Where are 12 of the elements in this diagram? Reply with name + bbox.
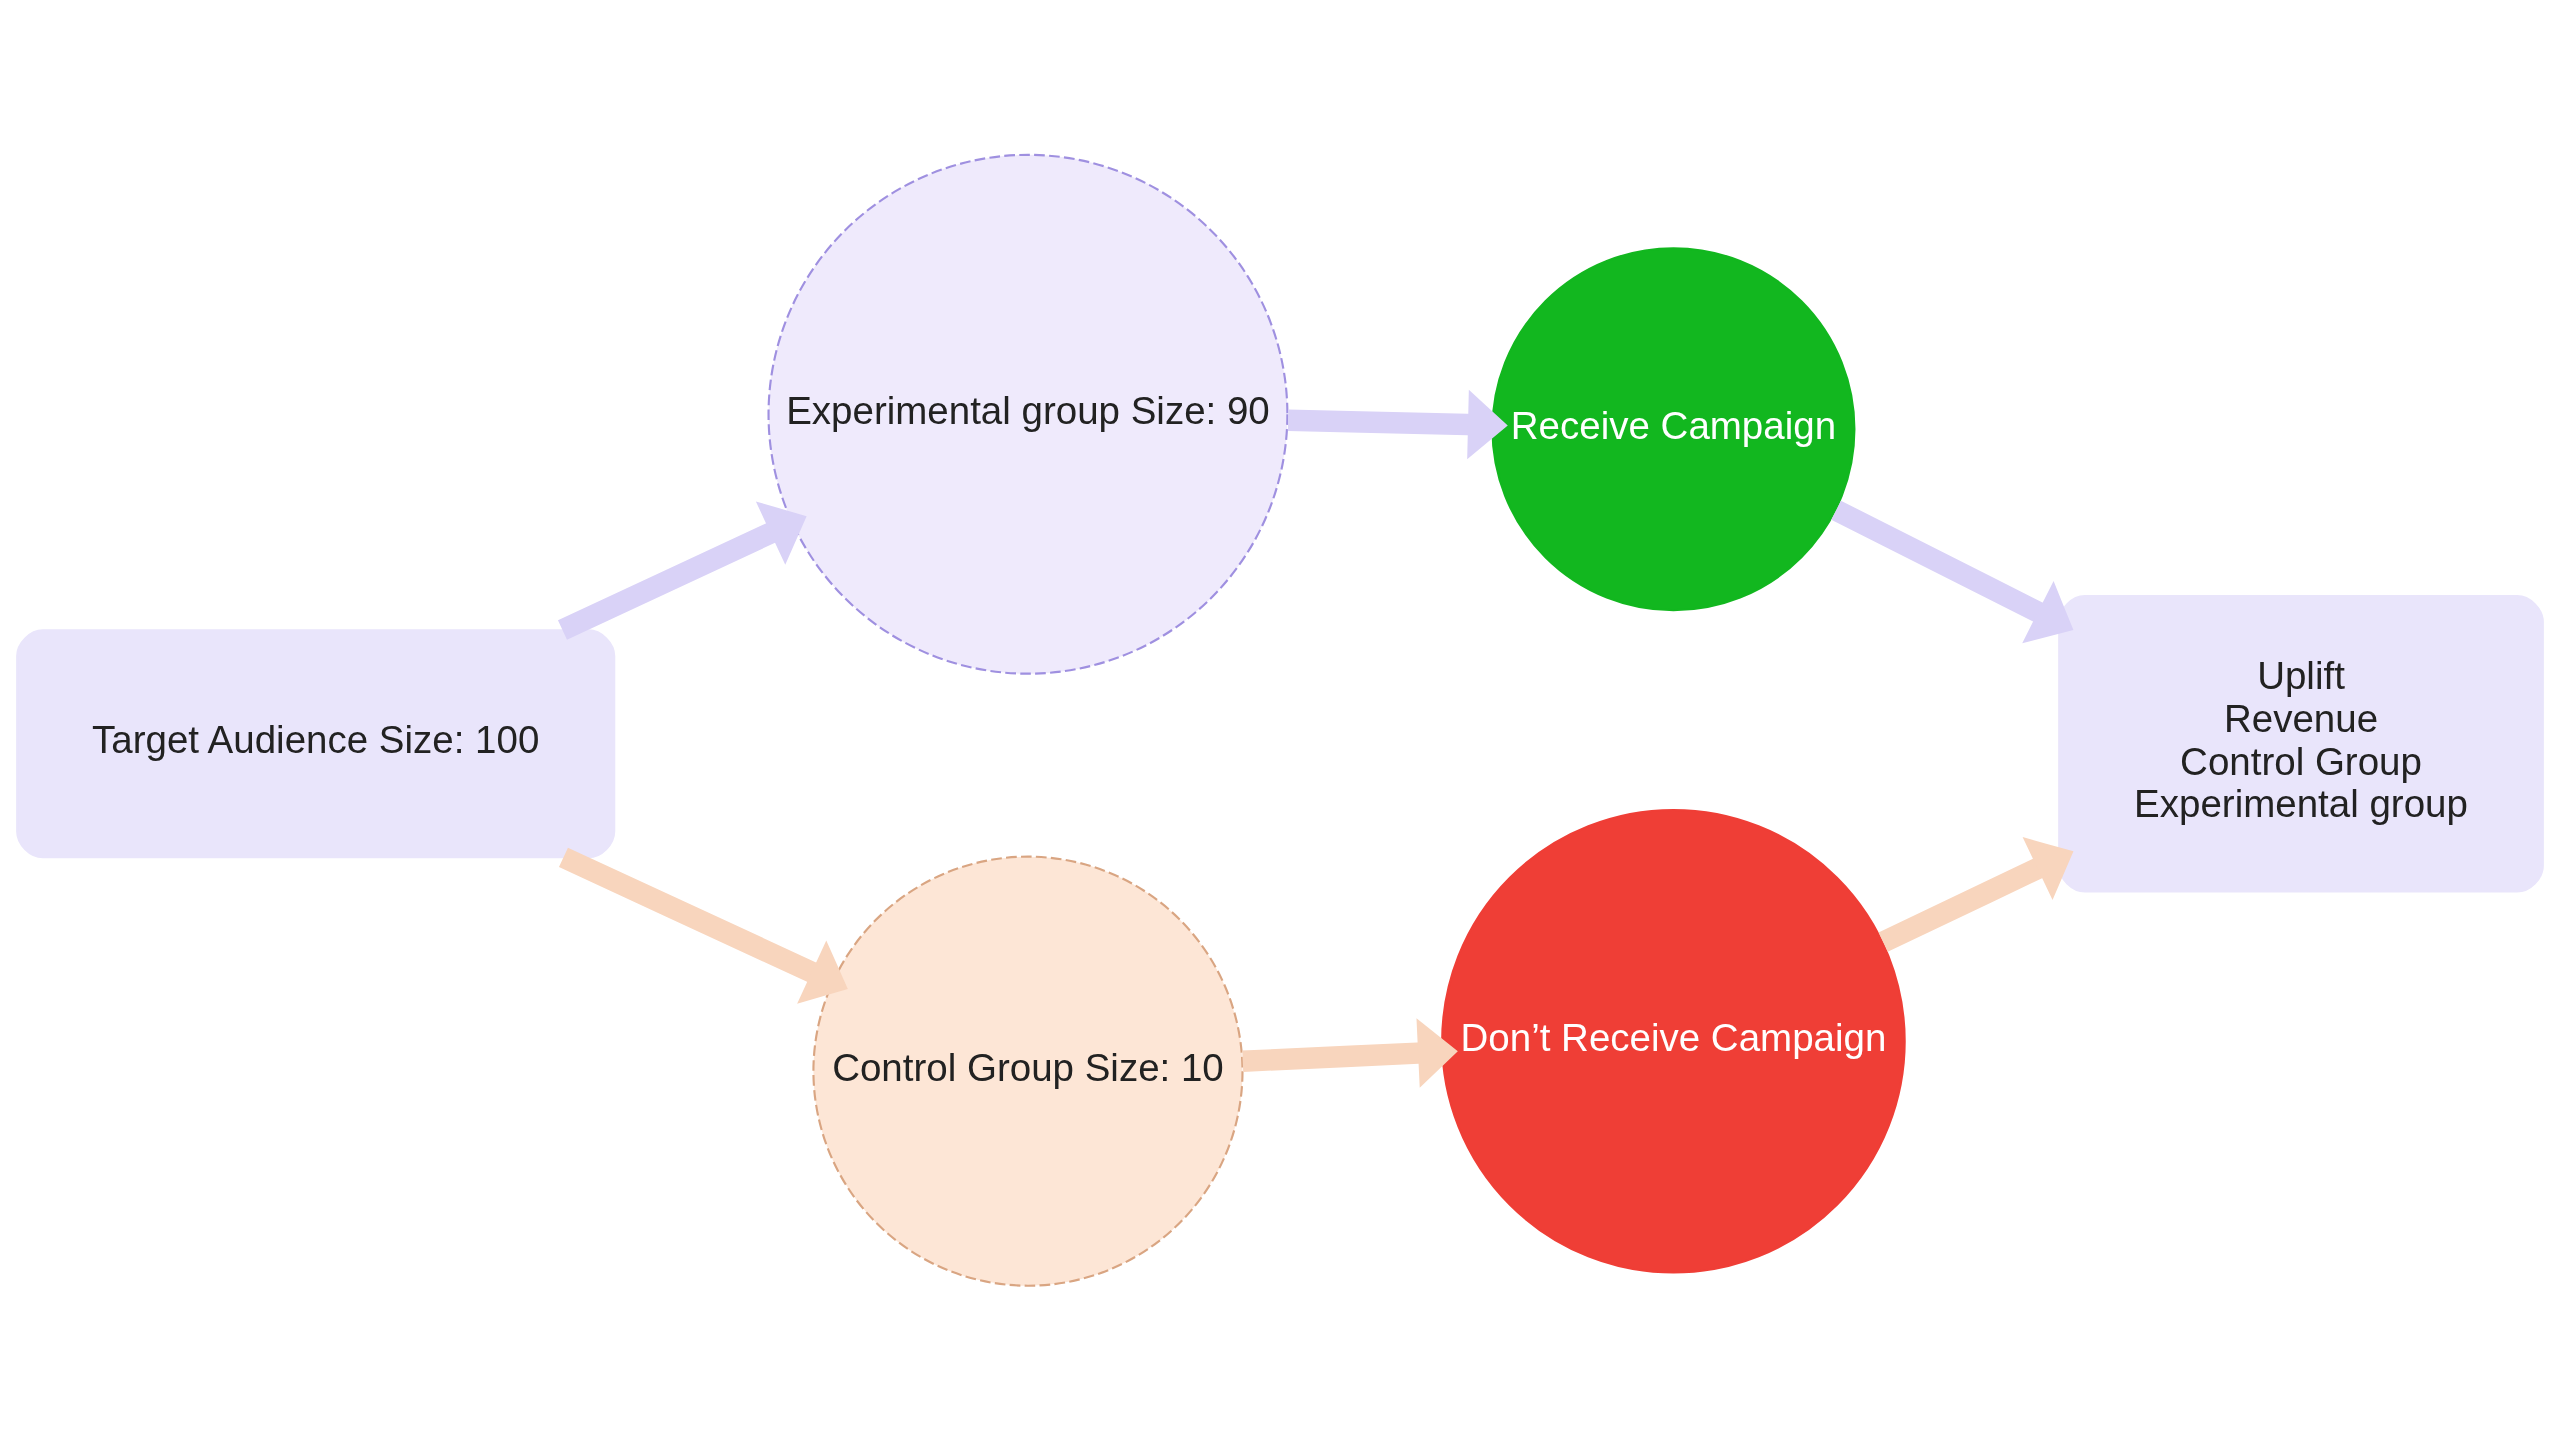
node-box: Target Audience Size: 100 bbox=[16, 628, 616, 858]
node-circle: Receive Campaign bbox=[1491, 246, 1856, 611]
node-box: Uplift Revenue Control Group Experimental group bbox=[2058, 594, 2544, 892]
arrow bbox=[558, 847, 848, 1004]
arrow bbox=[557, 501, 807, 640]
arrow bbox=[1878, 836, 2074, 952]
arrow bbox=[1831, 500, 2074, 643]
node-circle: Don’t Receive Campaign bbox=[1441, 808, 1906, 1274]
node-circle: Experimental group Size: 90 bbox=[767, 153, 1289, 675]
arrow bbox=[1287, 389, 1508, 459]
arrow bbox=[1242, 1017, 1458, 1088]
node-circle: Control Group Size: 10 bbox=[812, 855, 1244, 1287]
